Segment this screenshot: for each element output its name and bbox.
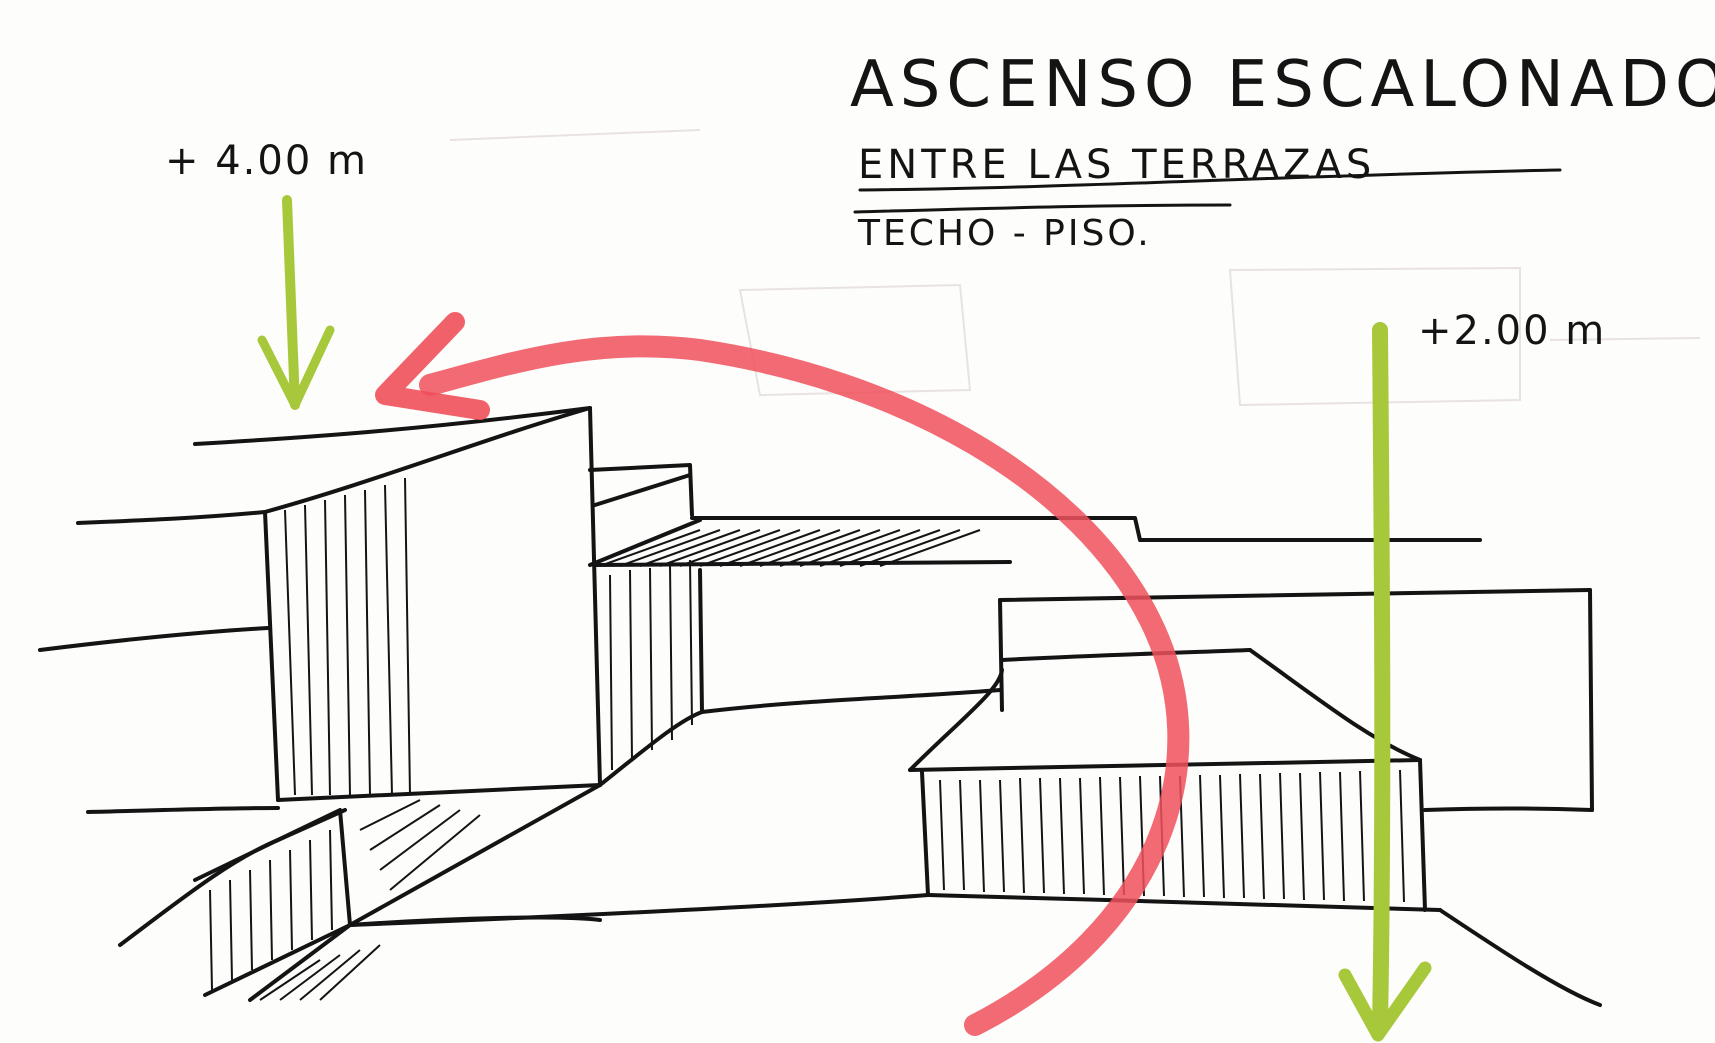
title-underlines <box>853 168 1562 214</box>
red-curved-arrow-icon <box>375 312 1190 1036</box>
green-down-arrow-icon <box>1338 322 1432 1042</box>
left-block-front-right <box>588 406 602 787</box>
sketch-subtitle-secondary: TECHO - PISO. <box>858 213 1152 254</box>
sketch-title: ASCENSO ESCALONADO <box>850 48 1715 122</box>
left-roof-line <box>193 406 592 446</box>
left-block-bottom <box>276 783 602 802</box>
building-outlines <box>38 406 1602 1007</box>
hatching <box>209 477 1405 1001</box>
level-label-left: + 4.00 m <box>165 138 368 184</box>
green-down-arrow-icon <box>257 195 335 410</box>
sketch-subtitle: ENTRE LAS TERRAZAS <box>858 142 1376 188</box>
left-block-front-left <box>263 510 280 802</box>
left-block-top <box>263 406 592 514</box>
front-terrace-top <box>908 668 1004 772</box>
level-label-right: +2.00 m <box>1418 308 1607 354</box>
